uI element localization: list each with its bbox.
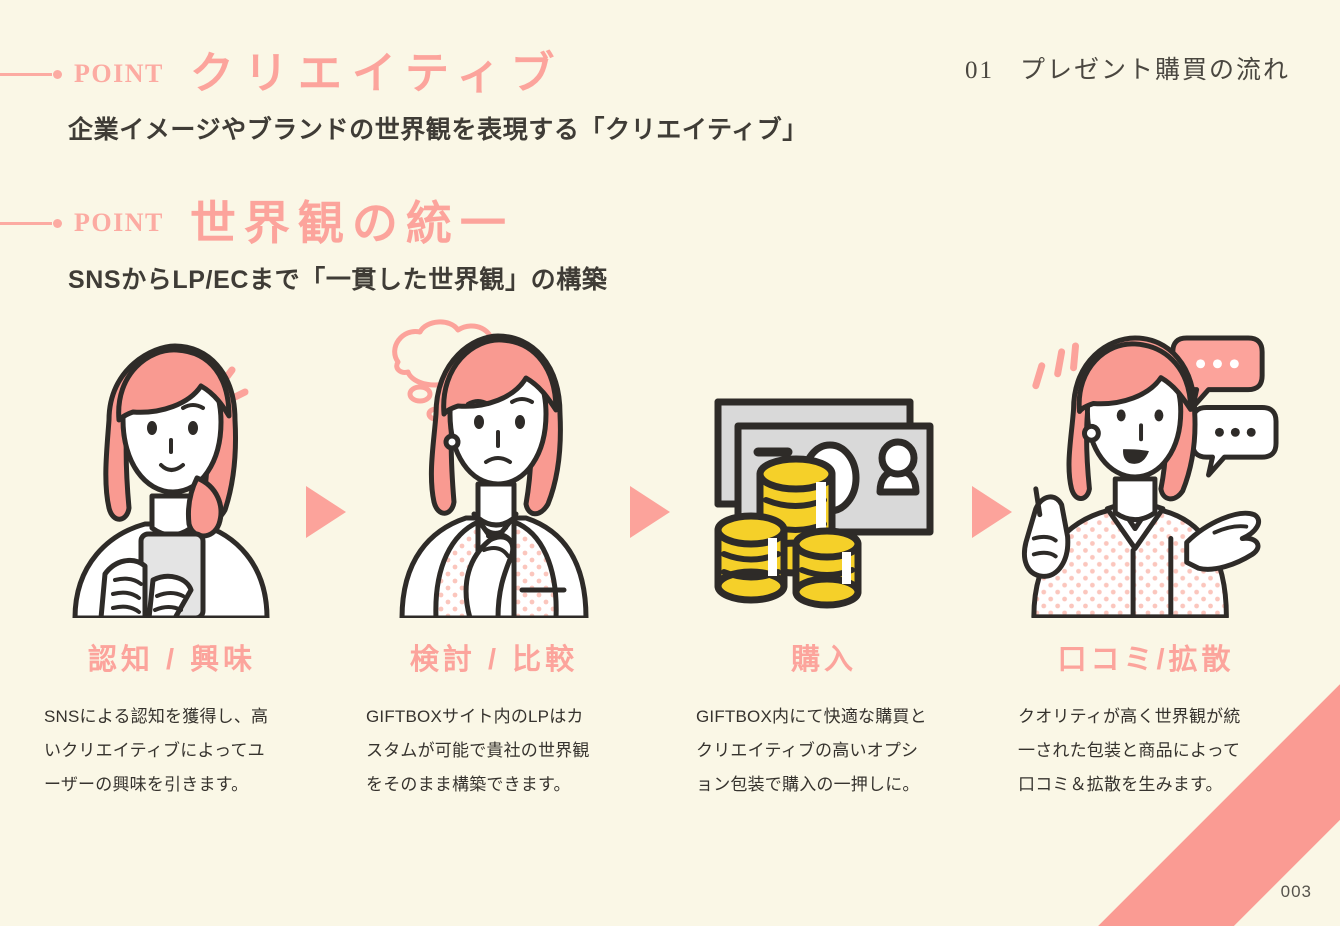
point-label: POINT (74, 59, 164, 88)
lead-dot (53, 218, 62, 228)
point-block-creative: POINT クリエイティブ 企業イメージやブランドの世界観を表現する「クリエイテ… (0, 52, 808, 146)
point-lead-marker-icon (0, 218, 62, 228)
slide-header: 01 プレゼント購買の流れ (965, 50, 1290, 86)
flow-step-word-of-mouth: 口コミ/拡散 クオリティが高く世界観が統一された包装と商品によって口コミ＆拡散を… (1012, 318, 1280, 802)
point-heading-row: POINT 世界観の統一 (0, 200, 607, 246)
flow-step-purchase: 購入 GIFTBOX内にて快適な購買とクリエイティブの高いオプション包装で購入の… (690, 318, 958, 802)
flow-step-title: 購入 (790, 644, 857, 676)
triangle-right-icon (630, 486, 670, 538)
point-title: クリエイティブ (189, 49, 565, 98)
point-label: POINT (74, 208, 164, 237)
lead-line (0, 72, 52, 76)
flow-step-title: 口コミ/拡散 (1057, 644, 1235, 676)
point-block-worldview: POINT 世界観の統一 SNSからLP/ECまで「一貫した世界観」の構築 (0, 200, 607, 296)
section-title: プレゼント購買の流れ (1019, 57, 1290, 84)
lead-dot (53, 69, 62, 79)
banknote-and-coins-illustration (690, 318, 958, 618)
flow-step-description: GIFTBOXサイト内のLPはカスタムが可能で貴社の世界観をそのまま構築できます… (366, 707, 590, 794)
section-number: 01 (964, 57, 994, 84)
point-lead-marker-icon (0, 69, 62, 79)
flow-step-description: SNSによる認知を獲得し、高いクリエイティブによってユーザーの興味を引きます。 (44, 707, 269, 794)
lead-line (0, 221, 52, 225)
point-subtitle: 企業イメージやブランドの世界観を表現する「クリエイティブ」 (68, 116, 808, 144)
flow-step-description: クオリティが高く世界観が統一された包装と商品によって口コミ＆拡散を生みます。 (1018, 707, 1241, 794)
triangle-right-icon (306, 486, 346, 538)
flow-step-awareness: 認知 / 興味 SNSによる認知を獲得し、高いクリエイティブによってユーザーの興… (38, 318, 306, 802)
page-number: 003 (1280, 882, 1312, 901)
woman-talking-illustration (1012, 318, 1280, 618)
woman-with-smartphone-illustration (38, 318, 306, 618)
flow-step-description: GIFTBOX内にて快適な購買とクリエイティブの高いオプション包装で購入の一押し… (696, 707, 927, 794)
point-subtitle: SNSからLP/ECまで「一貫した世界観」の構築 (68, 266, 608, 294)
flow-step-title: 認知 / 興味 (87, 644, 257, 676)
point-title: 世界観の統一 (189, 197, 514, 249)
woman-thinking-illustration (360, 318, 628, 618)
purchase-flow-diagram: 認知 / 興味 SNSによる認知を獲得し、高いクリエイティブによってユーザーの興… (0, 318, 1340, 878)
flow-step-consideration: 検討 / 比較 GIFTBOXサイト内のLPはカスタムが可能で貴社の世界観をその… (360, 318, 628, 802)
triangle-right-icon (972, 486, 1012, 538)
point-heading-row: POINT クリエイティブ (0, 52, 808, 96)
flow-step-title: 検討 / 比較 (409, 644, 579, 676)
